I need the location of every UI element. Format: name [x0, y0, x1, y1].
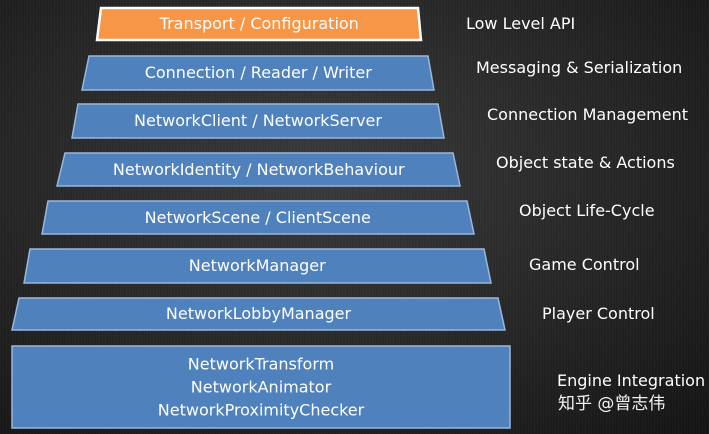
layer-scene-shape: [41, 200, 475, 235]
layer-manager-line: NetworkManager: [188, 256, 326, 275]
layer-transport-line: Transport / Configuration: [159, 14, 359, 33]
layer-connection-caption: Messaging & Serialization: [476, 58, 683, 77]
layer-transport-label: Transport / Configuration: [160, 14, 359, 34]
layer-client-server-shape: [71, 103, 445, 139]
layer-scene-line: NetworkScene / ClientScene: [144, 207, 371, 227]
layer-connection-shape: [81, 55, 435, 91]
layer-identity-line: NetworkIdentity / NetworkBehaviour: [112, 159, 405, 179]
layer-transport-caption: Low Level API: [466, 14, 576, 33]
layer-lobby-label: NetworkLobbyManager: [166, 304, 351, 324]
layer-connection-line: Connection / Reader / Writer: [144, 63, 372, 82]
layer-lobby-caption: Player Control: [542, 304, 655, 323]
layer-client-server-caption: Connection Management: [487, 105, 689, 124]
layer-identity-caption: Object state & Actions: [496, 153, 675, 172]
layer-manager-shape: [23, 248, 492, 284]
layer-identity-shape: [56, 152, 461, 187]
layer-components-shape: [11, 345, 511, 429]
layer-manager-label: NetworkManager: [189, 256, 326, 276]
layer-components-line: NetworkTransform: [187, 354, 335, 374]
layer-connection-label: Connection / Reader / Writer: [145, 63, 372, 83]
layer-transport-shape: [95, 6, 423, 42]
layer-lobby-shape: [11, 297, 506, 331]
layer-client-server-label: NetworkClient / NetworkServer: [134, 111, 382, 131]
layer-components-line: NetworkProximityChecker: [157, 400, 365, 420]
layer-components-line: NetworkAnimator: [190, 377, 332, 397]
layer-scene-label: NetworkScene / ClientScene: [145, 208, 371, 228]
layer-components-caption: Engine Integration: [557, 371, 706, 390]
layer-scene-caption: Object Life-Cycle: [519, 201, 655, 220]
watermark: 知乎 @曾志伟: [558, 394, 666, 414]
layer-manager-caption: Game Control: [529, 255, 640, 274]
layer-client-server-line: NetworkClient / NetworkServer: [134, 111, 382, 130]
layer-lobby-line: NetworkLobbyManager: [165, 304, 352, 323]
layer-identity-label: NetworkIdentity / NetworkBehaviour: [113, 160, 405, 180]
